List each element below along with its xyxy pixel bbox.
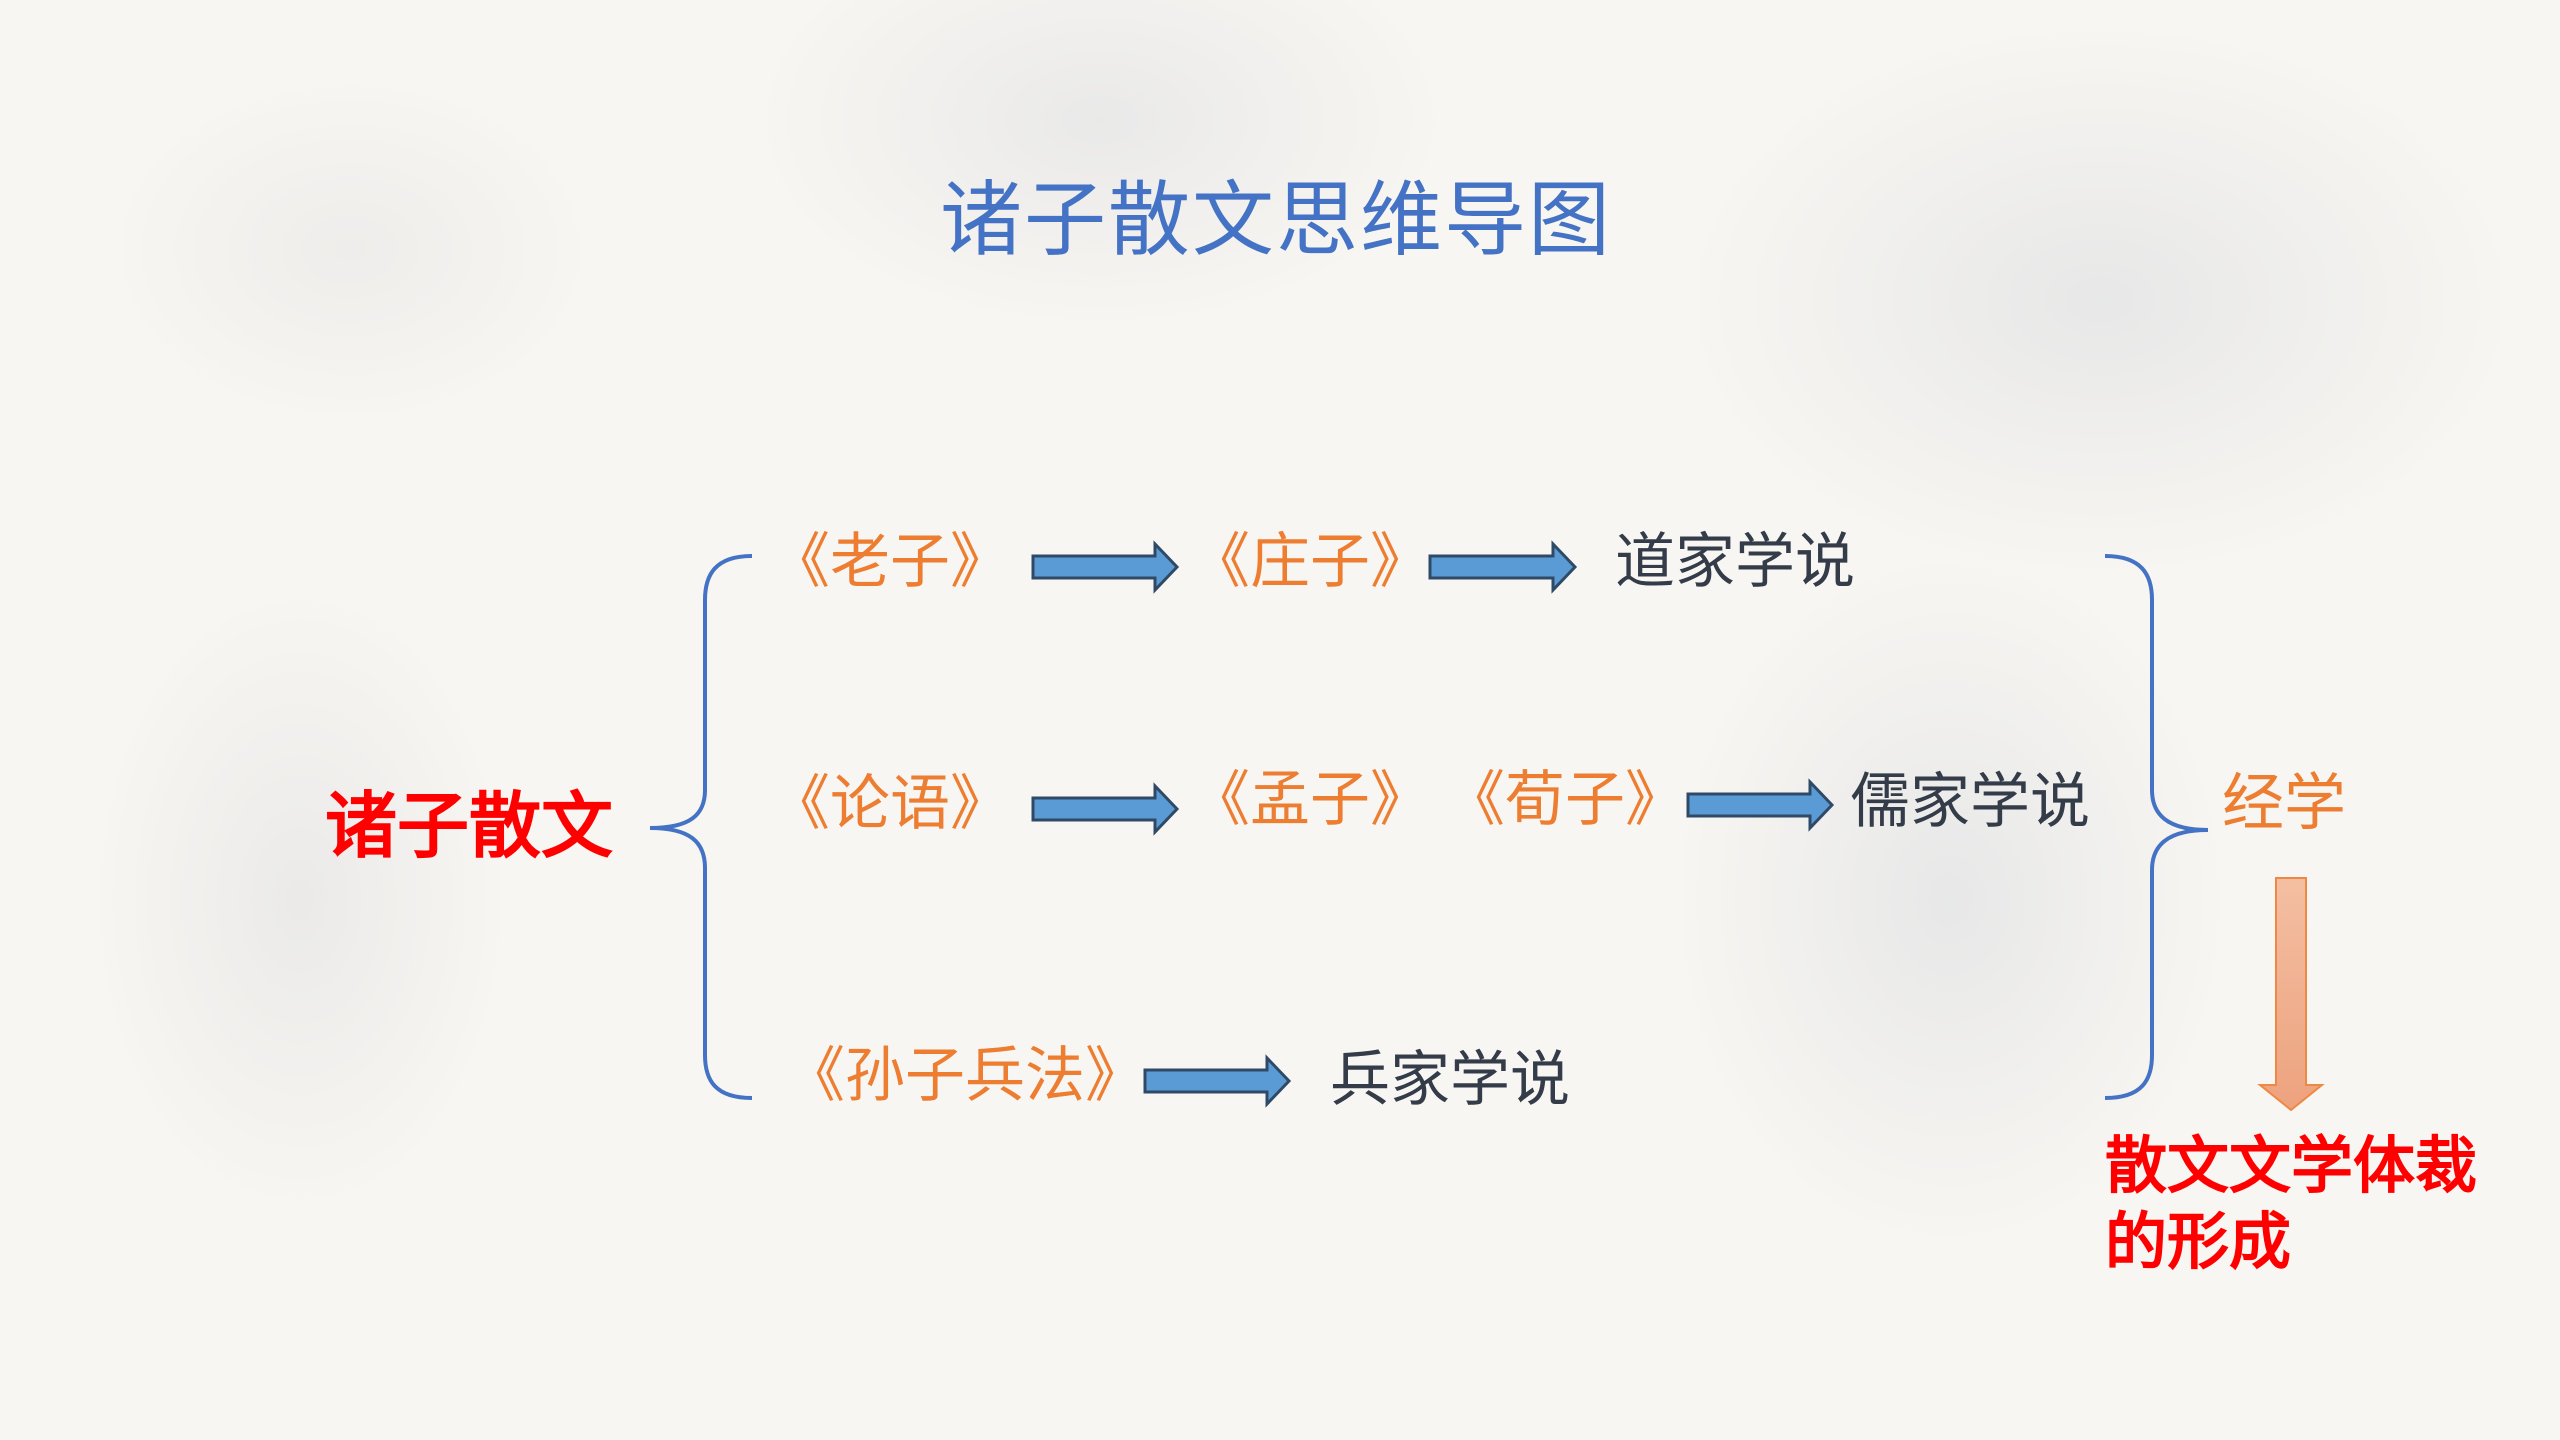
book-mengzi: 《孟子》 (1190, 765, 1430, 835)
book-laozi: 《老子》 (770, 527, 1010, 597)
page-title: 诸子散文思维导图 (940, 173, 1613, 268)
arrow-lunyu-mengzi (1031, 782, 1180, 836)
down-arrow-result (2257, 877, 2325, 1112)
school-daoist: 道家学说 (1615, 527, 1855, 597)
arrow-laozi-zhuangzi (1031, 540, 1180, 594)
book-zhuangzi: 《庄子》 (1190, 527, 1430, 597)
root-node: 诸子散文 (325, 784, 614, 868)
arrow-sunzi-military (1143, 1054, 1292, 1108)
result-node: 散文文学体裁的形成 (2105, 1129, 2478, 1278)
left-brace (649, 554, 753, 1100)
book-lunyu: 《论语》 (770, 769, 1010, 839)
book-sunzi: 《孙子兵法》 (785, 1041, 1145, 1111)
book-xunzi: 《荀子》 (1445, 765, 1685, 835)
arrow-zhuangzi-daoist (1428, 540, 1578, 594)
convergence-node: 经学 (2222, 766, 2347, 839)
right-brace (2104, 554, 2209, 1100)
school-confucian: 儒家学说 (1850, 767, 2090, 837)
arrow-xunzi-confucian (1686, 778, 1835, 832)
school-military: 兵家学说 (1330, 1045, 1570, 1115)
